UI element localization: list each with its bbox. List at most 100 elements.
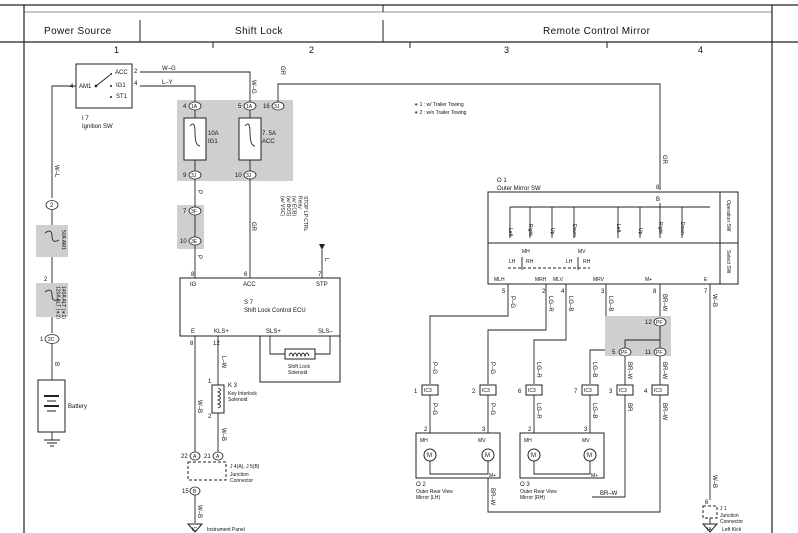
- section-remote-mirror: Remote Control Mirror: [543, 26, 651, 37]
- ic3-2: IC3: [482, 388, 490, 394]
- arrow-down-icon: [319, 244, 325, 250]
- pin-1-k3: 1: [208, 379, 212, 385]
- wire-w-l: W–L: [53, 165, 59, 178]
- conn-2c-label: 2C: [48, 337, 55, 343]
- pin-8-ig: 8: [191, 272, 195, 278]
- conn-1a-acc-label: 1A: [246, 104, 253, 110]
- pin-2-k3: 2: [208, 414, 212, 420]
- ecu-sls-m: SLS–: [318, 329, 333, 335]
- conn-3j-ig-label: 3J: [191, 173, 197, 179]
- note-1: ∗ 1 : w/ Trailer Towing: [414, 102, 464, 108]
- ic3-6: IC3: [654, 388, 662, 394]
- ecu-name: Shift Lock Control ECU: [244, 308, 306, 314]
- ic3-connectors: IC3 1 IC3 2 IC3 6 IC3 7 IC3 3 IC3 4: [414, 384, 669, 396]
- wire-p-g-1: P–G: [509, 296, 515, 308]
- o1-pin-5: 5: [502, 289, 506, 295]
- wire-lg-b-1: LG–B: [567, 296, 573, 311]
- select-sw-panel: [719, 242, 739, 285]
- ic3-1: IC3: [424, 388, 432, 394]
- fuse-ig1-name: IG1: [208, 139, 218, 145]
- ig-am1-label: AM1: [79, 84, 92, 90]
- lh-pin-3: 3: [482, 427, 486, 433]
- ecu-stp: STP: [316, 282, 328, 288]
- wire-br-w-1: BR–W: [661, 294, 667, 312]
- o1-pin-3: 3: [601, 289, 605, 295]
- conn-3j-gr-label: 3J: [274, 104, 280, 110]
- conn-3j-acc-label: 3J: [246, 173, 252, 179]
- wire-w-b-1: W–B: [196, 400, 202, 413]
- stp-relay-label: STOP LP CTRLRelay(w/ ECB)(w/ BOS)(w/ VSC…: [279, 196, 308, 232]
- select-sw-label: Select SW: [725, 250, 731, 274]
- pin-mrh: MRH: [535, 277, 547, 283]
- fuse-ig1: 1A 4 10A IG1 3J 9: [183, 101, 219, 180]
- ground-ic-code: IC: [192, 527, 197, 533]
- ground-icon-battery: [44, 439, 60, 447]
- o1-pin-4: 4: [561, 289, 565, 295]
- power-source-circuit: W–L 2 50A AM1 2 140A ALT (∗1)120A ALT (∗…: [36, 85, 87, 447]
- o3-code: O 3: [520, 482, 530, 488]
- rh-pin-3: 3: [584, 427, 588, 433]
- wire-br-w-4: BR–W: [600, 491, 618, 497]
- fuse-am1: 50A AM1: [60, 230, 66, 250]
- outer-mirror-switch: O 1 Outer Mirror SW 8 Operation SW Selec…: [487, 178, 739, 285]
- wire-lg-b-4: LG–B: [591, 403, 597, 418]
- wire-gr-right: GR: [661, 155, 667, 165]
- wire-l-stp: L: [323, 258, 329, 262]
- ig-pin-acc: 2: [134, 69, 138, 75]
- dir-3: Down: [571, 224, 577, 237]
- direction-contacts: [509, 207, 683, 238]
- shift-lock-feed: W–G W–G L–Y GR GR: [140, 66, 667, 190]
- ic3-5: IC3: [619, 388, 627, 394]
- wire-w-b-3: W–B: [196, 505, 202, 518]
- wire-p-g-2: P–G: [431, 362, 437, 374]
- dir-4: Left: [615, 224, 621, 233]
- ig-ig1-label: IG1: [116, 83, 126, 89]
- wire-p-2: P: [196, 255, 202, 259]
- ecu-e: E: [191, 329, 195, 335]
- wire-w-g-vert: W–G: [250, 80, 256, 94]
- ig-code: I 7: [82, 116, 89, 122]
- conn-2c: [44, 334, 60, 344]
- dir-6: Right: [657, 222, 663, 234]
- operation-sw-label: Operation SW: [725, 200, 731, 232]
- pin-mplus: M+: [645, 277, 652, 283]
- pin-7-3f: 7: [183, 209, 187, 215]
- dir-5: Up: [637, 228, 643, 235]
- j4-code: J 4(A), J 5(B): [230, 464, 260, 470]
- pin-4-1a: 4: [183, 104, 187, 110]
- motor-m-lh-h: M: [427, 453, 432, 459]
- pin-6-acc: 6: [244, 272, 248, 278]
- ic3-6-pin: 4: [644, 389, 648, 395]
- section-shift-lock: Shift Lock: [235, 26, 284, 37]
- conn-3f-label: 3F: [191, 209, 197, 215]
- pin-12-pf: 12: [645, 320, 652, 326]
- ic3-4-pin: 7: [574, 389, 578, 395]
- rh-mv: MV: [582, 438, 590, 444]
- wire-l-y: L–Y: [162, 80, 173, 86]
- wire-w-b-right-2: W–B: [711, 475, 717, 488]
- fuse-alt: 140A ALT (∗1)120A ALT (∗2): [54, 286, 66, 319]
- pin-22: 22: [181, 454, 188, 460]
- wire-p-g-5: P–G: [489, 403, 495, 415]
- o1-pin-7: 7: [704, 289, 708, 295]
- pin-21: 21: [204, 454, 211, 460]
- conn-2-top: [45, 200, 59, 210]
- lh-mh: MH: [420, 438, 428, 444]
- wire-br-w-6: BR–W: [489, 488, 495, 506]
- wire-w-b-2: W–B: [220, 428, 226, 441]
- dir-1: Right: [527, 224, 533, 236]
- ic3-1-pin: 1: [414, 389, 418, 395]
- wire-b-bat: B: [53, 362, 59, 366]
- o1-pin-2: 2: [542, 289, 546, 295]
- o1-code: O 1: [497, 178, 507, 184]
- wire-lg-r-1: LG–R: [547, 296, 553, 312]
- battery-label: Battery: [68, 404, 87, 410]
